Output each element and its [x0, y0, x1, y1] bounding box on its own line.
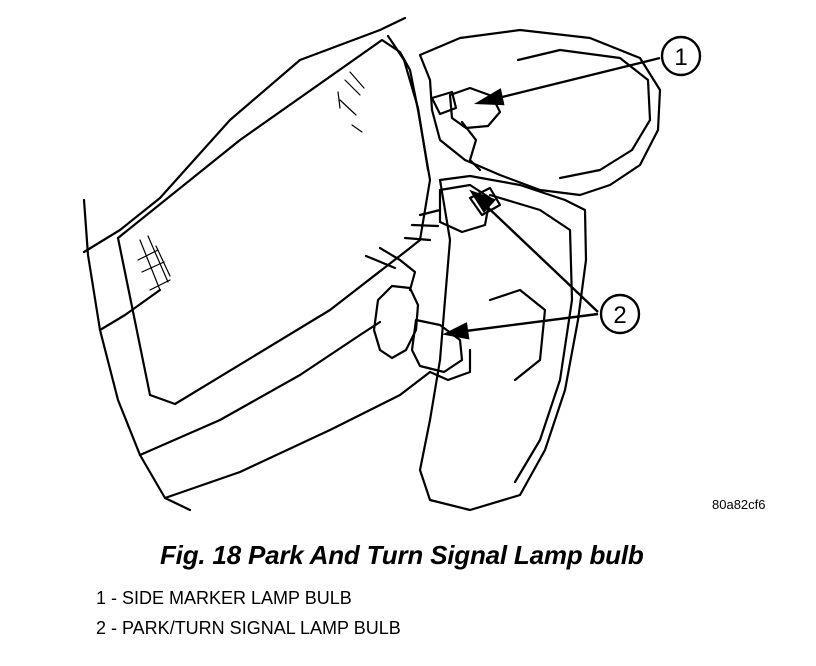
park-turn-reflector — [488, 288, 547, 382]
callout-2-leader-upper — [479, 199, 599, 313]
upper-socket — [438, 183, 492, 234]
side-marker-bulb — [448, 86, 502, 130]
fender-crease — [98, 288, 162, 332]
callout-2-arrowhead-lower — [442, 322, 470, 340]
callout-2-number: 2 — [613, 302, 626, 329]
fender-edge — [82, 16, 407, 254]
wire-harness — [364, 246, 417, 292]
legend-item-1: 1 - SIDE MARKER LAMP BULB — [96, 588, 352, 608]
callout-1-leader — [489, 56, 661, 102]
lower-socket — [410, 318, 464, 374]
upper-wire — [403, 208, 442, 242]
fender-panel — [82, 198, 192, 512]
side-marker-socket — [430, 90, 458, 116]
lower-frame — [163, 370, 432, 500]
upper-socket-tab — [468, 186, 502, 217]
lower-bulb — [372, 284, 420, 360]
panel-hatch-1 — [337, 71, 365, 133]
image-code: 80a82cf6 — [712, 497, 766, 512]
side-marker-housing — [418, 28, 662, 197]
legend-item-2: 2 - PARK/TURN SIGNAL LAMP BULB — [96, 618, 401, 638]
callout-2-leader-lower — [457, 312, 599, 334]
callout-2-arrowhead-upper — [469, 189, 497, 213]
callout-1-circle — [660, 35, 702, 77]
hood-panel — [116, 38, 432, 406]
lower-socket-base — [428, 348, 472, 382]
park-turn-housing — [418, 174, 588, 512]
callout-2-circle — [599, 293, 641, 335]
side-marker-lens — [516, 48, 652, 180]
panel-hatch-2 — [137, 235, 171, 291]
figure-caption: Fig. 18 Park And Turn Signal Lamp bulb — [160, 540, 644, 570]
hood-inner-edge — [386, 34, 430, 172]
side-marker-socket-body — [460, 120, 482, 172]
lower-frame-inner — [138, 320, 382, 457]
callout-1-arrowhead — [473, 88, 505, 106]
park-turn-lens — [488, 193, 574, 484]
callout-1-number: 1 — [674, 44, 687, 71]
